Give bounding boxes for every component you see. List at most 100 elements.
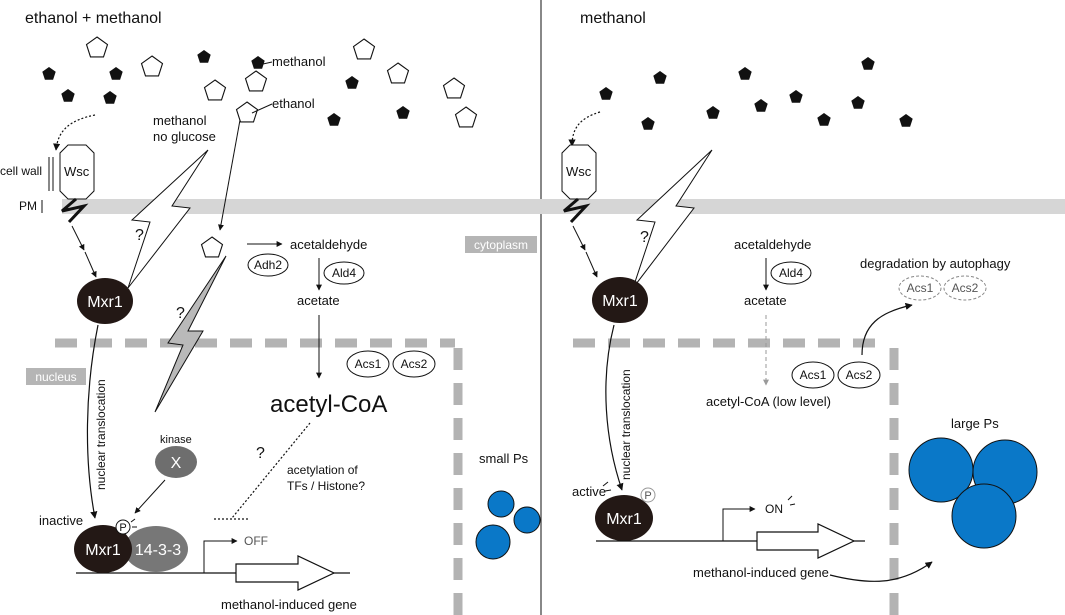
arrow-gene-to-peroxisome (829, 561, 933, 582)
acs1-enzyme-right (791, 361, 835, 389)
acs2-degraded (943, 275, 987, 301)
gene-arrow-left (235, 555, 336, 591)
acs2-degraded-label: Acs2 (952, 281, 979, 295)
acs1-degraded (898, 275, 942, 301)
large-ps-label: large Ps (951, 416, 999, 431)
acs2-label-left: Acs2 (401, 357, 428, 371)
on-label: ON (765, 502, 783, 516)
kinase-x-label: X (171, 455, 182, 472)
mxr1-label-cytoplasm-left: Mxr1 (87, 294, 123, 311)
promoter-arrow-right (722, 506, 756, 541)
inactive-label: inactive (39, 513, 83, 528)
nucleus-boundary-left (55, 338, 463, 615)
acs2-enzyme-right (837, 361, 881, 389)
acs2-enzyme-left (392, 350, 436, 378)
gene-label-left: methanol-induced gene (221, 597, 357, 612)
wsc-label-left: Wsc (64, 164, 90, 179)
active-tick-a (602, 481, 609, 487)
nucleus-label: nucleus (35, 370, 76, 384)
acs1-enzyme-left (346, 350, 390, 378)
ald4-label-right: Ald4 (779, 266, 803, 280)
methanol-molecules-right (599, 57, 913, 130)
plasma-membrane (62, 199, 1065, 214)
question-mark-left-2: ? (176, 305, 185, 322)
acetylation-line-1: acetylation of (287, 463, 358, 477)
acs1-label-left: Acs1 (355, 357, 382, 371)
on-tick-a (787, 495, 793, 501)
mxr1-label-cytoplasm-right: Mxr1 (602, 293, 638, 310)
mxr1-cytoplasm-left (77, 278, 133, 324)
phospho-tick-left-a (130, 518, 136, 523)
arrow-nuclear-translocation-left (86, 324, 99, 519)
methanol-pointer-line (262, 61, 273, 65)
acetaldehyde-label-left: acetaldehyde (290, 237, 367, 252)
ald4-label-left: Ald4 (332, 266, 356, 280)
lightning-bolt-white (127, 149, 209, 289)
acs1-label-right: Acs1 (800, 368, 827, 382)
signal-label-methanol: methanol (153, 113, 207, 128)
left-panel-title: ethanol + methanol (25, 10, 162, 27)
acs1-degraded-label: Acs1 (907, 281, 934, 295)
gene-arrow-right (756, 523, 856, 559)
arrow-ethanol-into-cell (218, 119, 241, 231)
mxr1-cytoplasm-right (592, 277, 648, 323)
wsc-sensor-right (561, 144, 597, 200)
ald4-enzyme-left (323, 261, 365, 285)
adh2-enzyme (247, 253, 289, 277)
wsc-transmembrane-left (61, 197, 89, 224)
arrow-nuclear-translocation-right (605, 324, 624, 491)
active-label: active (572, 484, 606, 499)
degradation-label: degradation by autophagy (860, 256, 1011, 271)
question-mark-right: ? (640, 229, 649, 246)
acetaldehyde-label-right: acetaldehyde (734, 237, 811, 252)
lightning-bolt-gray (154, 255, 227, 413)
nucleus-label-box (26, 368, 86, 385)
peroxisome-small-3 (475, 524, 511, 560)
cell-wall-label: cell wall (0, 164, 42, 178)
arrow-kinase-mxr1 (134, 479, 166, 514)
wsc-transmembrane-right (563, 197, 591, 224)
active-tick-b (604, 489, 612, 492)
mxr1-nucleus-left (74, 525, 132, 573)
dotted-arrow-to-wsc-right (568, 111, 601, 147)
nucleus-boundary-right (573, 338, 899, 615)
acetyl-coa-label-left: acetyl-CoA (270, 391, 387, 418)
adh2-label: Adh2 (254, 258, 282, 272)
ald4-enzyme-right (770, 261, 812, 285)
mxr1-label-nucleus-left: Mxr1 (85, 542, 121, 559)
cytoplasm-label: cytoplasm (474, 238, 528, 252)
arrow-wsc-mxr1-b-right (585, 251, 598, 278)
kinase-x (155, 446, 197, 478)
protein-14-3-3-label: 14-3-3 (135, 542, 181, 559)
peroxisome-small-1 (487, 490, 515, 518)
right-panel-title: methanol (580, 10, 646, 27)
phospho-marker-left (115, 519, 131, 535)
acetate-label-left: acetate (297, 293, 340, 308)
on-tick-b (789, 503, 796, 506)
off-label: OFF (244, 534, 268, 548)
peroxisome-small-2 (513, 506, 541, 534)
dotted-arrow-to-wsc-left (53, 114, 96, 151)
small-ps-label: small Ps (479, 451, 529, 466)
arrow-degradation (861, 302, 913, 356)
acetate-label-right: acetate (744, 293, 787, 308)
methanol-label: methanol (272, 54, 326, 69)
question-mark-left-1: ? (135, 227, 144, 244)
dotted-inhibition-line (231, 422, 311, 519)
wsc-label-right: Wsc (566, 164, 592, 179)
arrow-wsc-mxr1-a-right (572, 225, 586, 251)
acetylation-line-2: TFs / Histone? (287, 479, 365, 493)
kinase-label: kinase (160, 434, 192, 446)
promoter-arrow-left (203, 538, 238, 573)
ethanol-pointer-line (251, 103, 273, 114)
lightning-bolt-white-right (632, 149, 713, 289)
nuclear-translocation-label-right: nuclear translocation (619, 369, 633, 480)
acetyl-coa-label-right: acetyl-CoA (low level) (706, 394, 831, 409)
peroxisome-large-3 (951, 483, 1017, 549)
phospho-label-right: P (644, 490, 651, 502)
protein-14-3-3 (124, 526, 188, 572)
arrow-wsc-mxr1-b-left (84, 251, 97, 278)
gene-label-right: methanol-induced gene (693, 565, 829, 580)
mxr1-label-nucleus-right: Mxr1 (606, 511, 642, 528)
